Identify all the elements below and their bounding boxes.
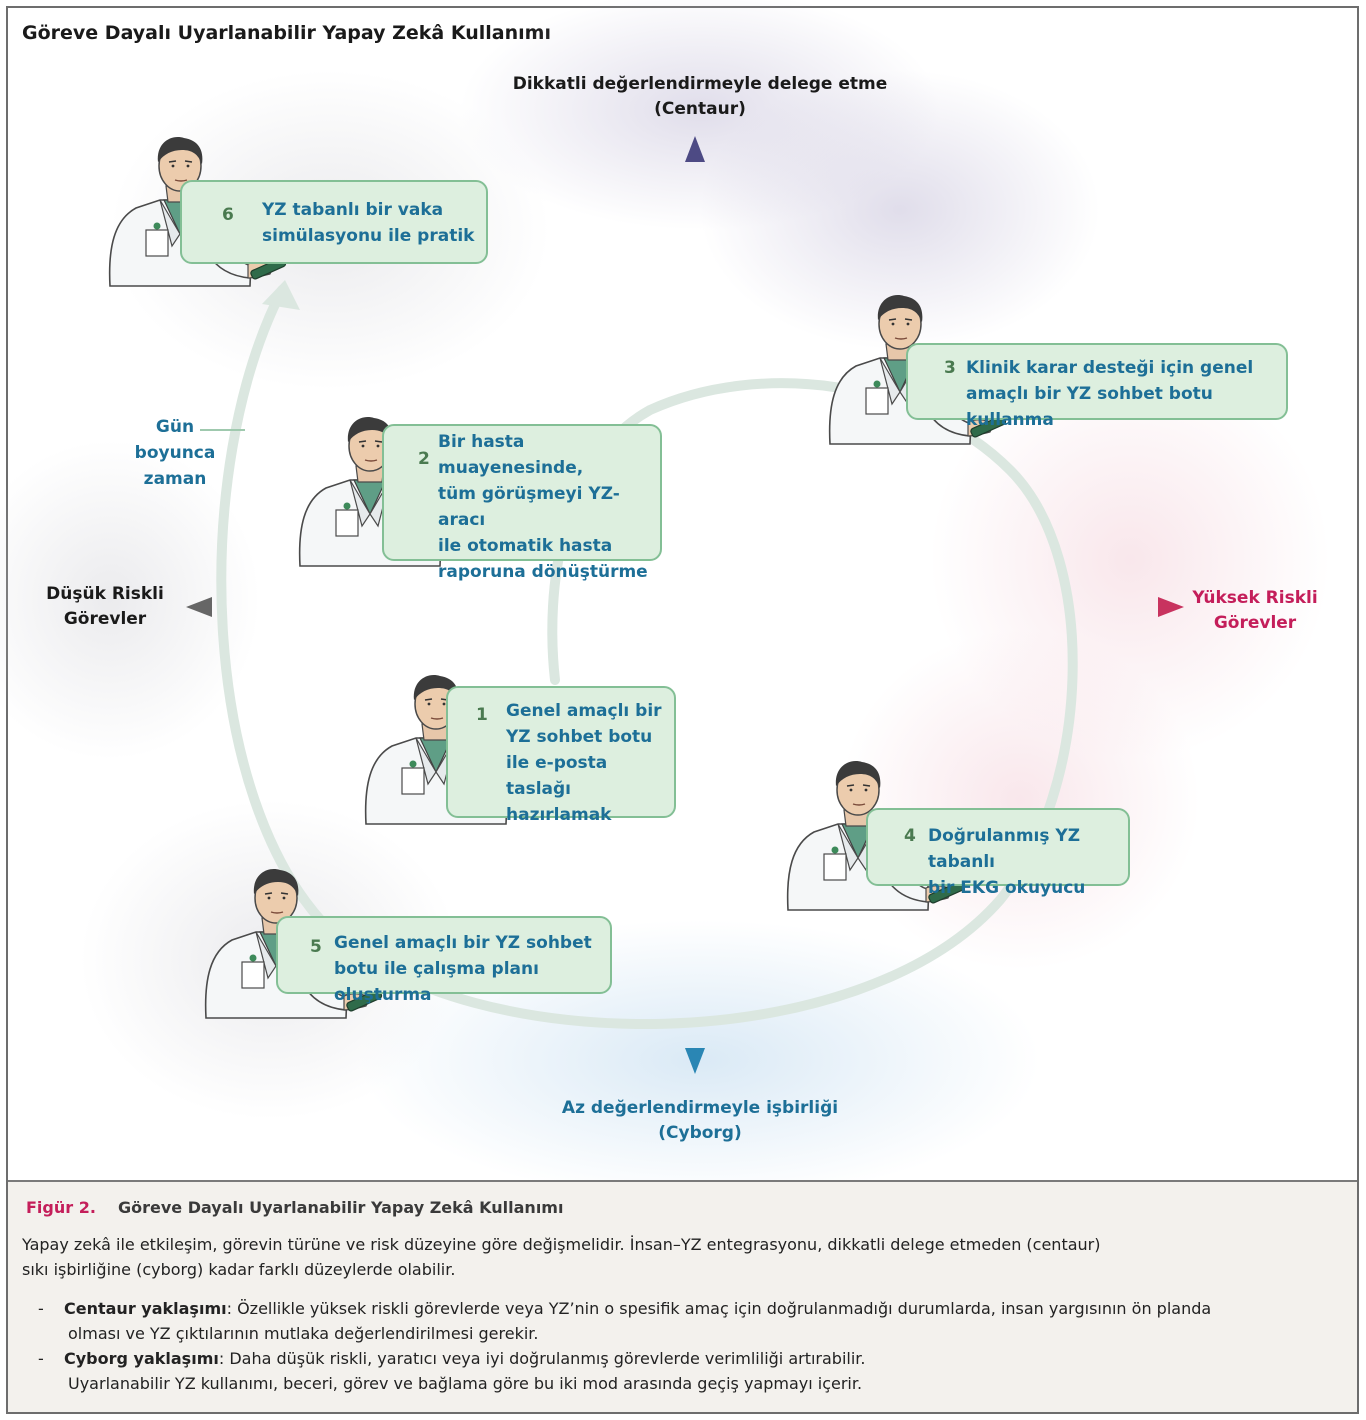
time-label-line2: boyunca (134, 443, 216, 463)
task-number: 6 (222, 205, 234, 225)
bullet-dash: - (38, 1299, 44, 1318)
task-text: Bir hasta muayenesinde, tüm görüşmeyi YZ… (438, 429, 660, 585)
task-text-line: YZ tabanlı bir vaka (262, 200, 444, 220)
bullet-line1: : Daha düşük riskli, yaratıcı veya iyi d… (218, 1349, 866, 1368)
task-text-line: raporuna dönüştürme (438, 562, 648, 582)
task-card-6: 6 YZ tabanlı bir vaka simülasyonu ile pr… (180, 180, 488, 264)
task-card-3: 3 Klinik karar desteği için genel amaçlı… (906, 343, 1288, 430)
axis-label-left-line2: Görevler (63, 609, 147, 629)
axis-label-left-line1: Düşük Riskli (46, 584, 164, 604)
axis-label-bottom-line1: Az değerlendirmeyle işbirliği (561, 1098, 839, 1118)
task-number: 4 (904, 826, 916, 846)
bullet-line2: Uyarlanabilir YZ kullanımı, beceri, göre… (68, 1374, 863, 1393)
figure-title: Göreve Dayalı Uyarlanabilir Yapay Zekâ K… (22, 22, 551, 44)
task-number: 1 (476, 705, 488, 725)
vertical-axis-top-arrow (685, 136, 705, 162)
axis-label-left: Düşük Riskli Görevler (30, 582, 180, 632)
task-text-line: Bir hasta muayenesinde, (438, 432, 584, 478)
caption-body-line: Yapay zekâ ile etkileşim, görevin türüne… (22, 1235, 1101, 1254)
axis-label-top: Dikkatli değerlendirmeyle delege etme (C… (480, 72, 920, 122)
bullet-bold: Centaur yaklaşımı (64, 1299, 227, 1318)
axis-label-right: Yüksek Riskli Görevler (1180, 586, 1330, 636)
task-card-4: 4 Doğrulanmış YZ tabanlı bir EKG okuyucu (866, 808, 1130, 898)
bullet-text: Cyborg yaklaşımı: Daha düşük riskli, yar… (64, 1346, 1344, 1396)
task-text-line: simülasyonu ile pratik (262, 226, 475, 246)
task-card-5: 5 Genel amaçlı bir YZ sohbet botu ile ça… (276, 916, 612, 1005)
axis-label-top-line2: (Centaur) (654, 99, 746, 119)
vertical-axis-bottom-arrow (685, 1048, 705, 1074)
axis-label-top-line1: Dikkatli değerlendirmeyle delege etme (512, 74, 888, 94)
task-text-line: bir EKG okuyucu (928, 878, 1086, 898)
task-text: Genel amaçlı bir YZ sohbet botu ile çalı… (334, 930, 610, 1008)
task-text: Genel amaçlı bir YZ sohbet botu ile e-po… (506, 698, 674, 828)
axis-label-right-line1: Yüksek Riskli (1192, 588, 1318, 608)
task-text-line: ile e-posta taslağı (506, 753, 608, 799)
axis-label-right-line2: Görevler (1213, 613, 1297, 633)
time-label: Gün boyunca zaman (100, 414, 250, 492)
bullet-text: Centaur yaklaşımı: Özellikle yüksek risk… (64, 1296, 1344, 1346)
task-number: 2 (418, 449, 430, 469)
task-text-line: amaçlı bir YZ sohbet botu kullanma (966, 384, 1213, 430)
task-text-line: Genel amaçlı bir (506, 701, 662, 721)
time-label-line1: Gün (155, 417, 195, 437)
task-text: Doğrulanmış YZ tabanlı bir EKG okuyucu (928, 823, 1128, 901)
task-text-line: Klinik karar desteği için genel (966, 358, 1254, 378)
bg-blob-top-right (700, 70, 1100, 350)
horizontal-axis-left-arrow (186, 597, 212, 617)
task-text-line: botu ile çalışma planı oluşturma (334, 959, 539, 1005)
caption-title: Göreve Dayalı Uyarlanabilir Yapay Zekâ K… (118, 1198, 564, 1217)
task-text-line: YZ sohbet botu (506, 727, 653, 747)
task-card-1: 1 Genel amaçlı bir YZ sohbet botu ile e-… (446, 686, 676, 825)
bullet-line1: : Özellikle yüksek riskli görevlerde vey… (226, 1299, 1212, 1318)
task-text-line: ile otomatik hasta (438, 536, 613, 556)
task-text-line: hazırlamak (506, 805, 612, 825)
time-arc-arrowhead (262, 280, 300, 310)
task-number: 5 (310, 937, 322, 957)
task-text: YZ tabanlı bir vaka simülasyonu ile prat… (262, 197, 474, 249)
bullet-dash: - (38, 1349, 44, 1368)
task-text-line: Genel amaçlı bir YZ sohbet (334, 933, 592, 953)
bullet-bold: Cyborg yaklaşımı (64, 1349, 219, 1368)
bg-blob-left (0, 440, 260, 760)
figure-caption: Figür 2. Göreve Dayalı Uyarlanabilir Yap… (8, 1180, 1357, 1412)
task-card-2: 2 Bir hasta muayenesinde, tüm görüşmeyi … (382, 424, 662, 582)
horizontal-axis-right-arrow (1158, 597, 1184, 617)
axis-label-bottom-line2: (Cyborg) (658, 1123, 742, 1143)
quadrant-diagram (0, 0, 1330, 1180)
task-number: 3 (944, 358, 956, 378)
task-text-line: tüm görüşmeyi YZ-aracı (438, 484, 620, 530)
time-label-line3: zaman (143, 469, 207, 489)
caption-body-line: sıkı işbirliğine (cyborg) kadar farklı d… (22, 1260, 456, 1279)
caption-body: Yapay zekâ ile etkileşim, görevin türüne… (22, 1232, 1342, 1282)
caption-label: Figür 2. (26, 1198, 96, 1217)
task-text-line: Doğrulanmış YZ tabanlı (928, 826, 1081, 872)
axis-label-bottom: Az değerlendirmeyle işbirliği (Cyborg) (480, 1096, 920, 1146)
bg-blob-right-low (840, 630, 1200, 970)
task-text: Klinik karar desteği için genel amaçlı b… (966, 355, 1286, 433)
bullet-line2: olması ve YZ çıktılarının mutlaka değerl… (68, 1324, 539, 1343)
